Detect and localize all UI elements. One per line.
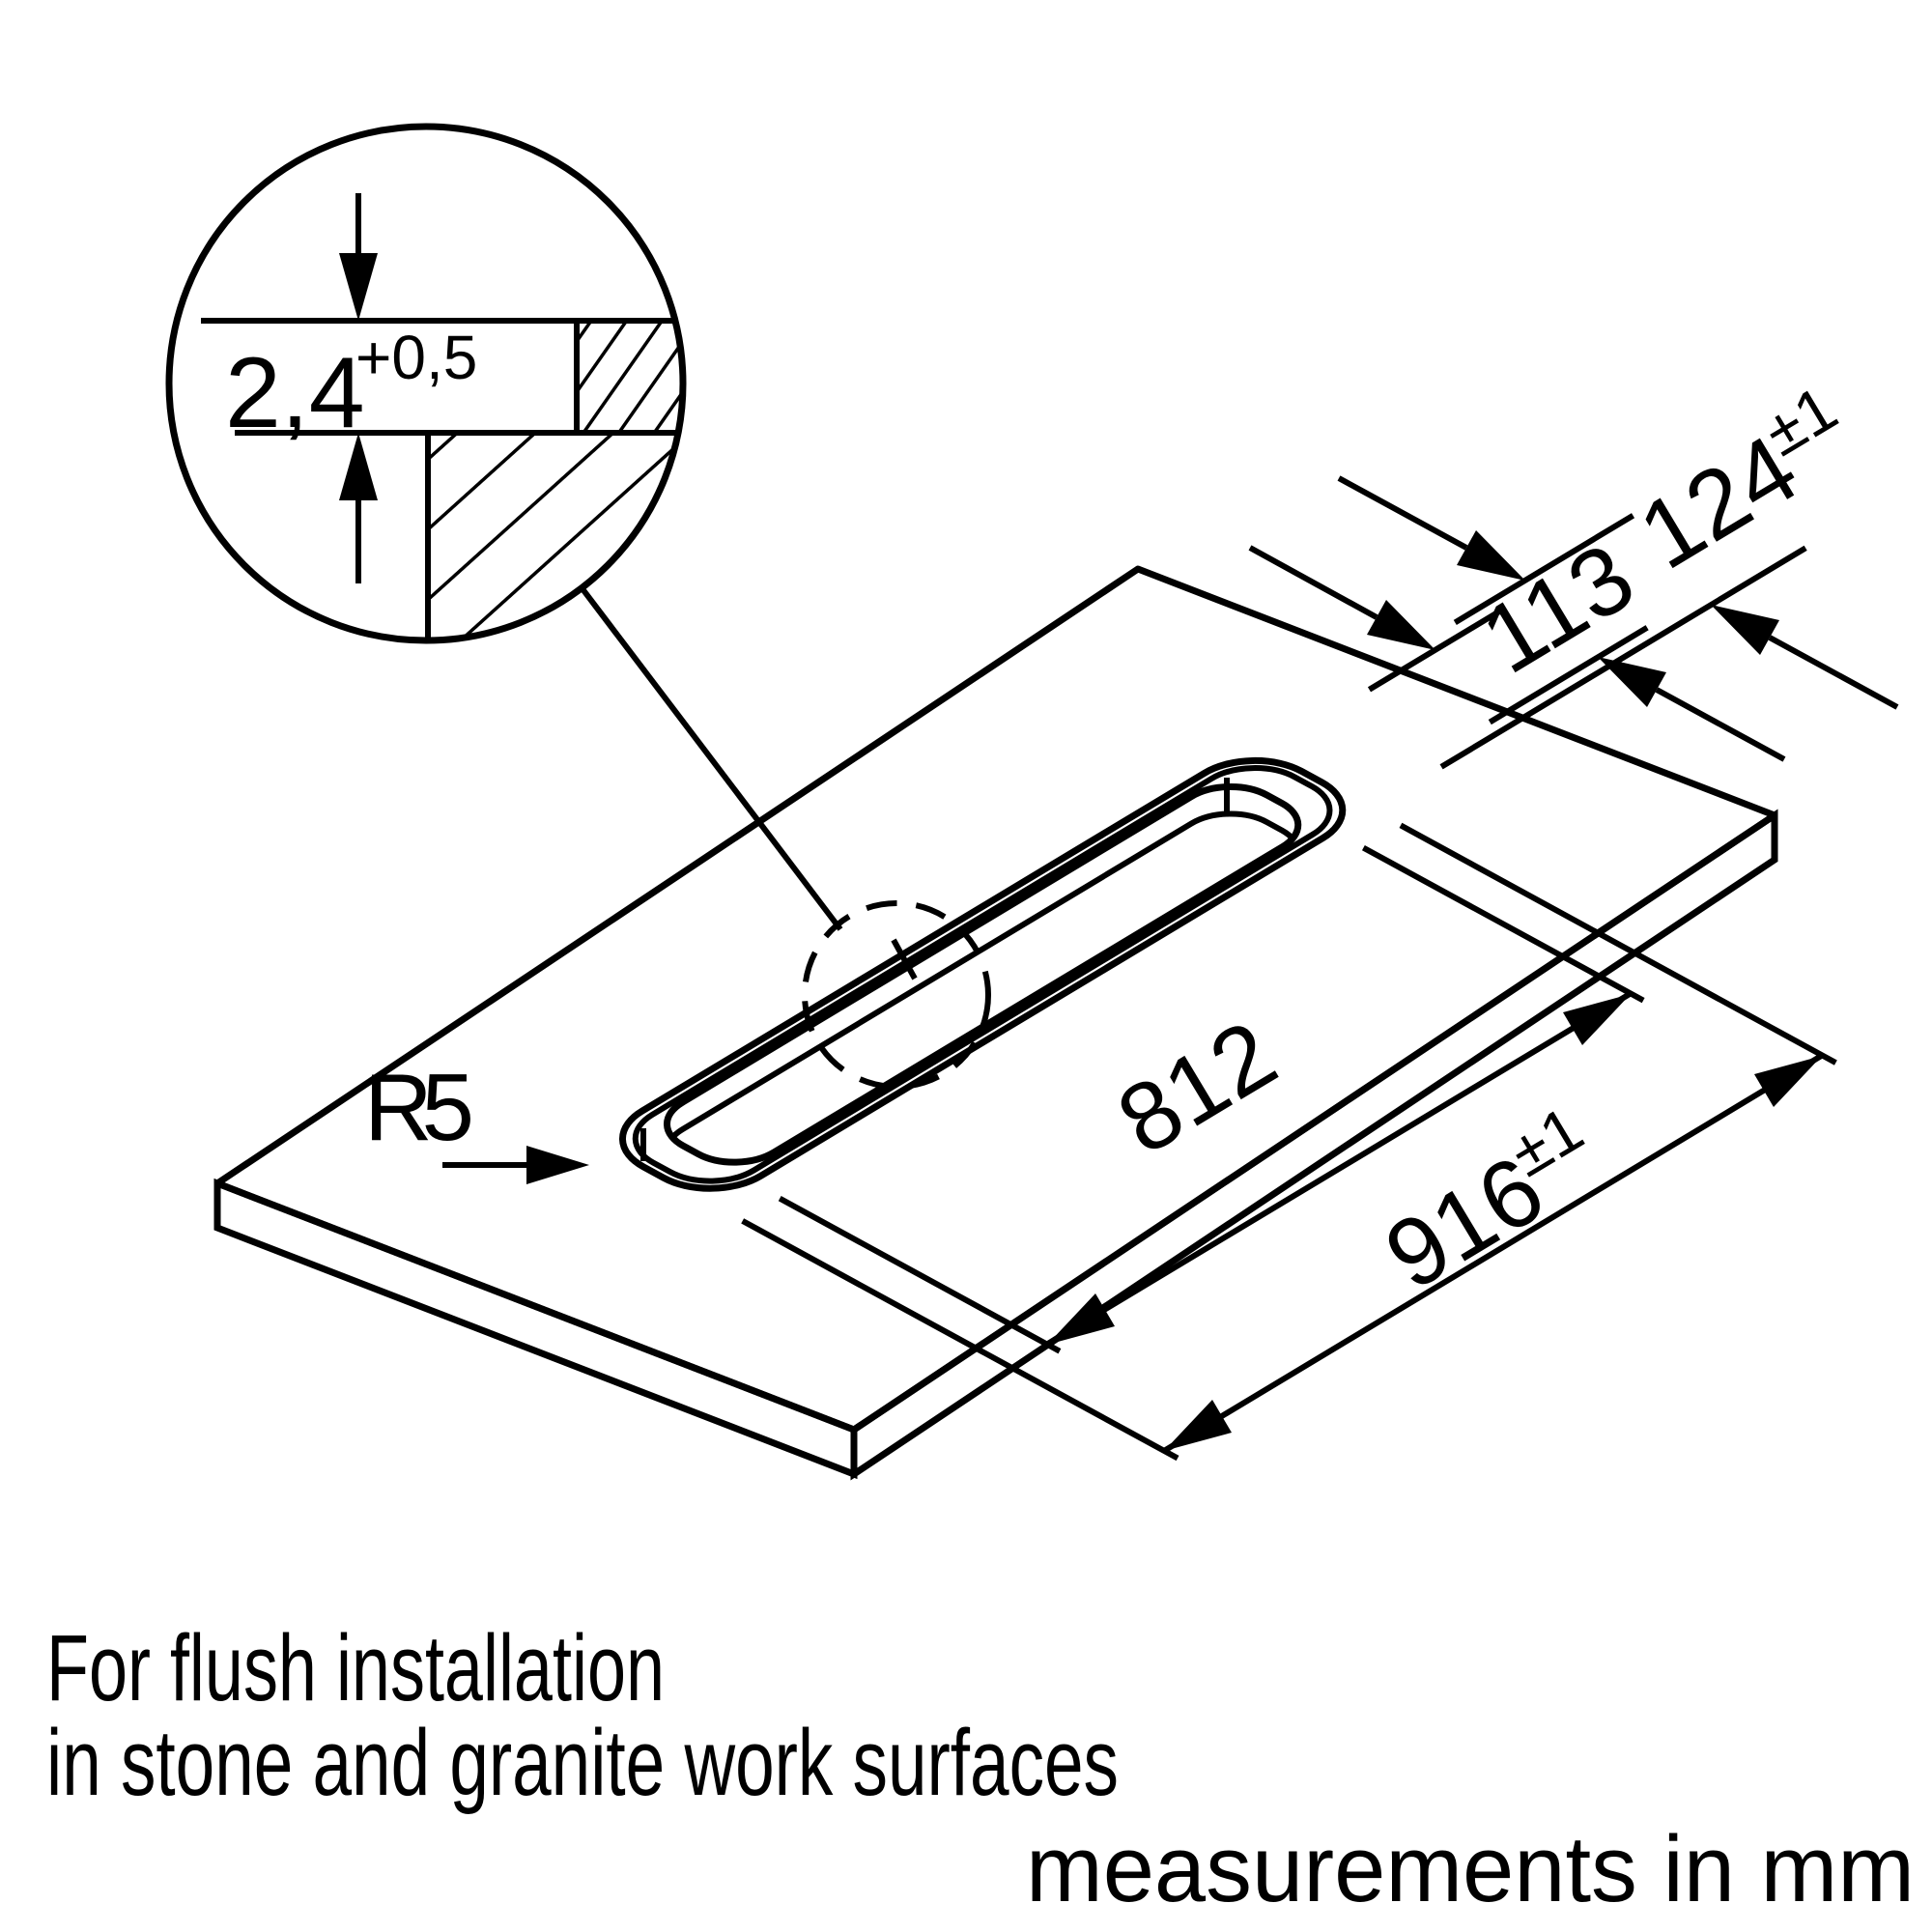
gap-value-text: 2,4 [225, 337, 365, 449]
caption-line2: in stone and granite work surfaces [46, 1710, 1119, 1815]
arrowhead-812-right [1563, 994, 1631, 1045]
witness-line-124-lower [1441, 548, 1805, 767]
gap-arrowhead-lower [339, 433, 378, 500]
arrowhead-812-left [1047, 1293, 1115, 1345]
arrowhead-916-right [1754, 1056, 1822, 1107]
extension-line-916-left [743, 1221, 1178, 1459]
slot-inner-cutout-outline [645, 774, 1321, 1175]
witness-line-113-upper [1369, 610, 1501, 689]
arrow-shaft-113-upper [1248, 545, 1378, 620]
dimension-arrows-length [1047, 994, 1822, 1451]
arrowhead-113-upper [1367, 600, 1435, 650]
arrowhead-916-left [1164, 1400, 1232, 1451]
dim-text-812: 812 [1100, 1000, 1294, 1176]
dimension-line-916 [1164, 1055, 1822, 1450]
arrowhead-124-lower [1711, 605, 1779, 655]
witness-line-113-lower [1490, 628, 1647, 723]
arrowhead-113-lower [1598, 657, 1666, 707]
dimension-line-812 [1047, 993, 1631, 1344]
worktop-slab [213, 565, 1778, 1481]
corner-radius-arrowhead [526, 1146, 589, 1184]
detail-reference-dashed-circle [802, 900, 991, 1090]
corner-radius-callout: R 5 [364, 1054, 589, 1184]
arrow-shaft-124-upper [1337, 475, 1468, 551]
caption-line1: For flush installation [46, 1615, 665, 1720]
dim-text-812-group: 812 [1100, 1000, 1294, 1176]
dimension-arrows-width [1248, 475, 1899, 762]
slot-group [594, 483, 1932, 1458]
section-tick [891, 938, 918, 980]
arrow-shaft-124-lower [1768, 635, 1899, 710]
gap-tolerance-text: +0,5 [355, 323, 477, 392]
arrowhead-124-upper [1457, 530, 1525, 581]
extension-line-812-right [1363, 848, 1643, 1001]
corner-radius-label: R 5 [364, 1054, 474, 1160]
detail-leader-line [581, 588, 843, 931]
units-note: measurements in mm [1026, 1816, 1915, 1921]
worktop-top-face [213, 565, 1778, 1434]
extension-line-812-left [780, 1199, 1060, 1351]
arrow-shaft-113-lower [1655, 687, 1786, 762]
slot-outer-chamfer-line [611, 754, 1354, 1196]
dim-text-124-group: 124 ±1 [1622, 372, 1849, 590]
appliance-flange-section-hatched [574, 318, 683, 436]
gap-arrowhead-upper [339, 253, 378, 321]
extension-line-916-right [1401, 825, 1835, 1063]
witness-line-124-upper [1455, 516, 1633, 623]
